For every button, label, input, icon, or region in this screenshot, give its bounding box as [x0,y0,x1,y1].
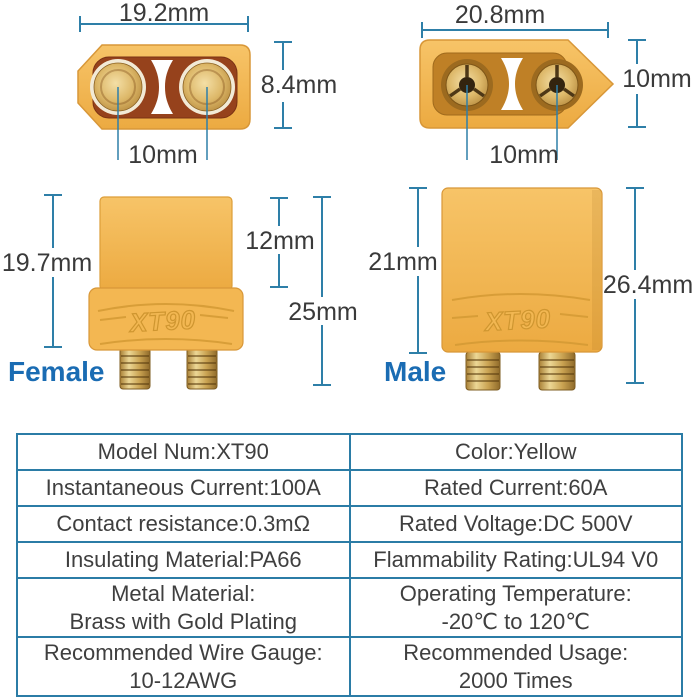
female-side-view-drawing: XT90 [44,194,331,390]
male-embossed-ridges [451,293,591,346]
female-side-upper-body [99,196,233,291]
table-row: Contact resistance:0.3mΩ Rated Voltage:D… [16,505,683,543]
table-row: Recommended Wire Gauge: 10-12AWG Recomme… [16,636,683,697]
female-top-height-label: 8.4mm [260,71,338,99]
spec-cell: Flammability Rating:UL94 V0 [348,541,683,579]
female-side-lower-body [88,287,244,351]
spec-cell: Operating Temperature: -20℃ to 120℃ [348,577,683,638]
male-side-body [441,187,603,353]
male-top-pitch-label: 10mm [489,141,559,169]
female-upper-height-dimension [270,197,288,288]
spec-table: Model Num:XT90 Color:Yellow Instantaneou… [16,433,683,697]
table-row: Model Num:XT90 Color:Yellow [16,433,683,471]
female-overall-height-label: 19.7mm [1,249,93,277]
table-row: Insulating Material:PA66 Flammability Ra… [16,541,683,579]
spec-cell: Rated Voltage:DC 500V [348,505,683,543]
male-embossed-text: XT90 [482,303,552,337]
male-terminal-left [465,351,501,391]
spec-cell: Color:Yellow [348,433,683,471]
female-top-pitch-dimension [117,87,208,160]
male-keying-slot [501,58,523,110]
male-terminal-right [538,351,576,391]
female-total-height-label: 25mm [288,298,358,326]
male-top-view-drawing [419,22,646,160]
male-top-width-label: 20.8mm [454,1,546,29]
spec-cell: Model Num:XT90 [16,433,351,471]
female-top-view-drawing [77,16,292,160]
spec-cell: Rated Current:60A [348,469,683,507]
spec-cell: Instantaneous Current:100A [16,469,351,507]
male-side-view-drawing: XT90 [409,187,644,391]
male-total-height-label: 26.4mm [602,271,694,299]
spec-cell: Contact resistance:0.3mΩ [16,505,351,543]
female-overall-height-dimension [44,194,62,348]
female-top-height-dimension [274,41,292,129]
male-gender-label: Male [384,356,447,387]
male-top-height-label: 10mm [622,65,692,93]
table-row: Instantaneous Current:100A Rated Current… [16,469,683,507]
female-terminal-right [186,347,218,390]
male-top-height-dimension [628,39,646,128]
spec-cell: Recommended Usage: 2000 Times [348,636,683,697]
table-row: Metal Material: Brass with Gold Plating … [16,577,683,638]
female-top-width-dimension [79,16,249,32]
male-top-pitch-dimension [466,85,558,160]
female-embossed-ridges [97,303,235,345]
male-side-facet [592,190,601,350]
female-keying-slot [151,60,173,114]
connector-diagrams-artwork: XT90 [44,16,646,391]
male-body-height-label: 21mm [368,248,438,276]
male-body-height-dimension [409,187,427,354]
female-embossed-text: XT90 [127,304,197,338]
female-top-width-label: 19.2mm [118,0,210,27]
spec-cell: Metal Material: Brass with Gold Plating [16,577,351,638]
spec-cell: Recommended Wire Gauge: 10-12AWG [16,636,351,697]
male-top-width-dimension [421,22,609,38]
female-upper-height-label: 12mm [245,227,315,255]
female-top-pitch-label: 10mm [128,141,198,169]
female-gender-label: Female [8,356,105,387]
male-total-height-dimension [626,187,644,384]
female-total-height-dimension [313,196,331,386]
spec-cell: Insulating Material:PA66 [16,541,351,579]
female-terminal-left [119,347,151,390]
